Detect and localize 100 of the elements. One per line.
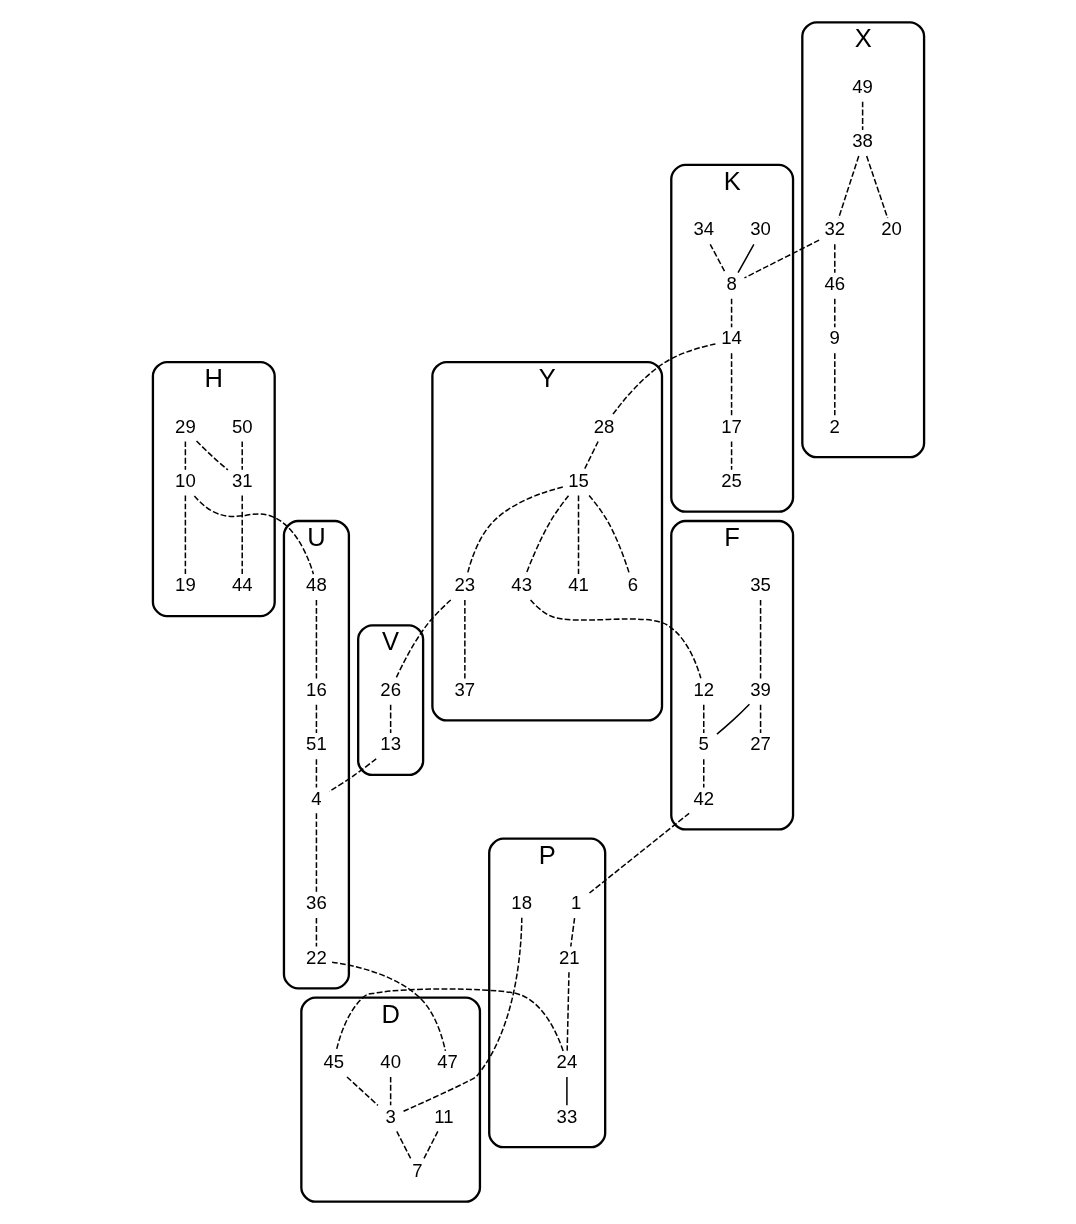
- node-text: 39: [749, 678, 771, 700]
- node-text: 14: [720, 327, 742, 349]
- connector: [524, 495, 569, 575]
- node-text: 32: [823, 218, 845, 240]
- node-text: 49: [851, 75, 873, 97]
- node-text: 21: [558, 946, 580, 968]
- connector: [702, 703, 704, 734]
- connector: [610, 343, 716, 416]
- connector: [730, 352, 732, 416]
- node-text: 43: [510, 574, 532, 596]
- connector: [184, 440, 186, 471]
- node-text: 8: [725, 272, 737, 294]
- connector: [315, 917, 317, 948]
- connector: [730, 298, 732, 328]
- connector: [736, 243, 755, 274]
- node-text: 35: [749, 574, 771, 596]
- node-text: 46: [823, 272, 845, 294]
- connector: [335, 988, 564, 1052]
- node-text: 51: [305, 733, 327, 755]
- node-text: 4: [310, 787, 322, 809]
- node-text: 7: [411, 1160, 422, 1182]
- connector: [587, 812, 690, 895]
- connector: [395, 1130, 412, 1161]
- connector: [833, 243, 836, 274]
- node-text: 42: [692, 787, 714, 809]
- connector: [315, 599, 317, 680]
- node-text: 30: [749, 218, 771, 240]
- connector: [402, 917, 523, 1112]
- node-text: 5: [698, 733, 709, 755]
- node-text: 41: [567, 574, 589, 596]
- node-text: 13: [379, 733, 401, 755]
- node-text: 50: [231, 415, 253, 437]
- node-text: 11: [433, 1105, 454, 1127]
- connector: [315, 703, 317, 734]
- node-text: 27: [749, 733, 771, 755]
- node-text: 38: [851, 130, 873, 152]
- connector: [708, 243, 726, 274]
- connector: [715, 703, 750, 735]
- node-text: 36: [305, 892, 327, 914]
- node-text: 26: [379, 678, 401, 700]
- node-text: 2: [829, 415, 840, 437]
- connector: [865, 155, 888, 219]
- connector: [759, 599, 761, 680]
- connector: [315, 812, 317, 893]
- node-text: 33: [556, 1105, 577, 1127]
- node-text: 29: [174, 415, 196, 437]
- connector: [565, 971, 570, 1052]
- node-text: 1: [570, 892, 581, 914]
- node-text: 3: [384, 1105, 396, 1127]
- node-text: 28: [593, 415, 614, 437]
- connector: [330, 961, 446, 1052]
- connector: [184, 494, 186, 575]
- connector: [195, 440, 229, 471]
- connector: [328, 758, 377, 793]
- node-text: 23: [454, 574, 475, 596]
- connector: [743, 239, 820, 279]
- node-text: 12: [692, 678, 714, 700]
- connector: [565, 1076, 568, 1107]
- connector: [702, 758, 704, 789]
- node-text: 10: [174, 470, 196, 492]
- connector: [315, 758, 317, 789]
- node-text: 20: [880, 218, 902, 240]
- connector: [587, 494, 630, 575]
- connector: [389, 1076, 391, 1107]
- node-text: 25: [720, 470, 742, 492]
- connector: [466, 486, 564, 575]
- connector: [730, 440, 732, 471]
- connector: [240, 440, 243, 471]
- connector: [861, 100, 863, 131]
- connector: [577, 494, 579, 575]
- connector: [833, 298, 836, 328]
- node-text: 17: [720, 415, 742, 437]
- node-text: 6: [627, 574, 638, 596]
- connector: [345, 1076, 379, 1107]
- node-text: 16: [305, 678, 327, 700]
- connector: [240, 494, 243, 575]
- connector: [837, 155, 859, 219]
- node-text: 9: [829, 327, 840, 349]
- connector: [569, 917, 575, 948]
- connector: [193, 495, 314, 575]
- node-text: 22: [305, 946, 327, 968]
- connector: [529, 599, 702, 680]
- node-text: 45: [323, 1051, 344, 1073]
- connector: [759, 703, 761, 734]
- connector: [389, 703, 391, 734]
- connector: [422, 1130, 439, 1161]
- node-text: 31: [231, 470, 253, 492]
- connector: [463, 599, 466, 680]
- node-text: 18: [510, 892, 532, 914]
- node-text: 44: [231, 574, 253, 596]
- node-text: 40: [379, 1051, 401, 1073]
- node-text: 24: [556, 1051, 577, 1073]
- connector: [833, 352, 836, 416]
- node-text: 15: [567, 470, 589, 492]
- node-text: 47: [436, 1051, 458, 1073]
- node-text: 48: [305, 574, 327, 596]
- node-text: 37: [454, 678, 475, 700]
- node-text: 19: [174, 574, 196, 596]
- node-text: 34: [692, 218, 714, 240]
- connector: [394, 599, 451, 680]
